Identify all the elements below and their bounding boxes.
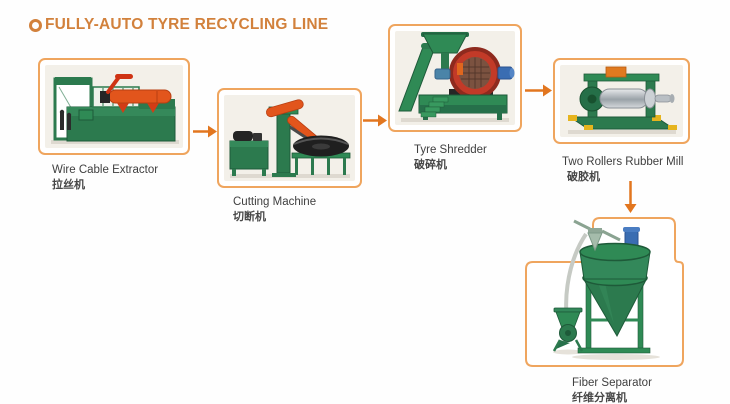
machine-label-two-rollers-rubber-mill: Two Rollers Rubber Mill 破胶机 <box>562 156 683 184</box>
machine-label-zh: 拉丝机 <box>52 179 85 191</box>
machine-label-en: Wire Cable Extractor <box>52 164 159 176</box>
arrow-right-icon <box>525 84 552 97</box>
machine-box-cutting-machine <box>217 88 362 188</box>
machine-box-tyre-shredder <box>388 24 522 132</box>
page-title-text: FULLY-AUTO TYRE RECYCLING LINE <box>45 16 329 33</box>
machine-label-en: Tyre Shredder <box>414 144 487 156</box>
fiber-separator-illustration <box>552 219 660 360</box>
bullet-ring-icon <box>29 18 42 32</box>
machine-label-zh: 纤维分离机 <box>572 392 627 404</box>
machine-label-fiber-separator: Fiber Separator 纤维分离机 <box>572 377 652 404</box>
machine-box-fiber-separator <box>525 217 684 367</box>
machine-label-zh: 破碎机 <box>414 159 447 171</box>
machine-box-two-rollers-rubber-mill <box>553 58 690 144</box>
arrow-down-icon <box>624 181 637 213</box>
machine-label-cutting-machine: Cutting Machine 切断机 <box>233 196 316 224</box>
machine-label-en: Two Rollers Rubber Mill <box>562 156 684 168</box>
machine-box-wire-cable-extractor <box>38 58 190 155</box>
two-rollers-rubber-mill-illustration <box>560 65 683 137</box>
machine-label-en: Fiber Separator <box>572 377 652 389</box>
arrow-right-icon <box>363 114 387 127</box>
cutting-machine-illustration <box>224 95 355 181</box>
tyre-shredder-illustration <box>395 31 515 125</box>
wire-cable-extractor-illustration <box>45 65 183 148</box>
machine-label-zh: 破胶机 <box>567 171 600 183</box>
page-title: FULLY-AUTO TYRE RECYCLING LINE <box>29 16 328 34</box>
machine-label-tyre-shredder: Tyre Shredder 破碎机 <box>414 144 487 172</box>
machine-label-zh: 切断机 <box>233 211 266 223</box>
machine-label-wire-cable-extractor: Wire Cable Extractor 拉丝机 <box>52 164 158 192</box>
machine-label-en: Cutting Machine <box>233 196 317 208</box>
arrow-right-icon <box>193 125 217 138</box>
